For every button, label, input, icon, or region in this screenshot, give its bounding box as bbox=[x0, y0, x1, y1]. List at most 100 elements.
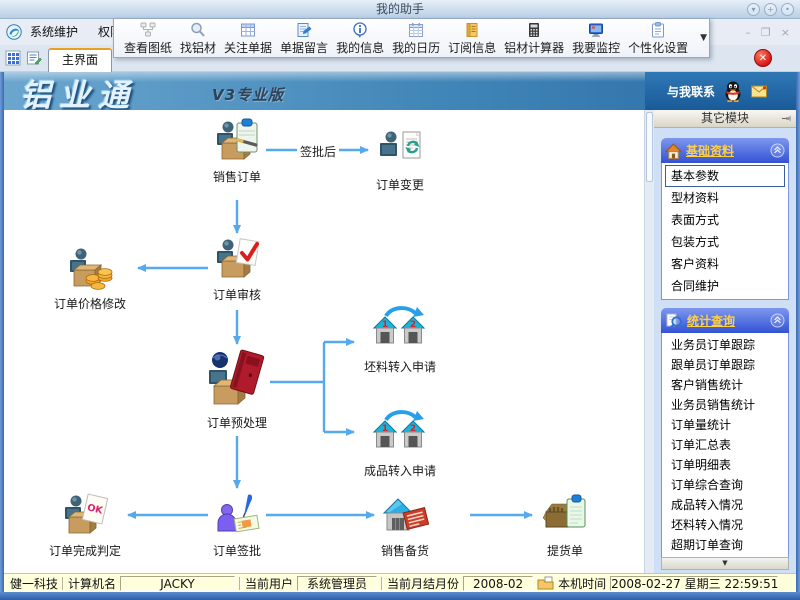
computer-name-value: JACKY bbox=[120, 575, 236, 591]
group-title: 统计查询 bbox=[687, 314, 736, 328]
month-close-label: 当前月结月份 bbox=[387, 576, 460, 591]
app-logo-icon bbox=[6, 24, 22, 40]
sidebar-item-product-transfer-status[interactable]: 成品转入情况 bbox=[671, 498, 744, 512]
sidebar-scroll-down-button[interactable]: ▼ bbox=[661, 557, 789, 570]
toolbar-item-calculator[interactable]: 铝材计算器 bbox=[500, 19, 568, 57]
sidebar-item-profile-data[interactable]: 型材资料 bbox=[671, 191, 720, 205]
flow-node-order-audit[interactable]: 订单审核 bbox=[187, 236, 287, 303]
my-info-icon bbox=[351, 20, 369, 39]
sidebar-item-basic-params[interactable]: 基本参数 bbox=[665, 165, 785, 187]
vertical-scrollbar[interactable] bbox=[644, 110, 654, 573]
local-time-value: 2008-02-27 星期三 22:59:51 bbox=[610, 575, 779, 591]
sidebar-item-customer-sales-stats[interactable]: 客户销售统计 bbox=[671, 378, 744, 392]
sidebar-item-billet-transfer-status[interactable]: 坯料转入情况 bbox=[671, 518, 744, 532]
flow-node-price-modify[interactable]: 订单价格修改 bbox=[40, 245, 140, 312]
local-time-label: 本机时间 bbox=[558, 576, 607, 591]
toolbar-item-follow-documents[interactable]: 关注单据 bbox=[220, 19, 276, 57]
scrollbar-thumb[interactable] bbox=[646, 112, 653, 182]
sidebar-item-order-detail[interactable]: 订单明细表 bbox=[671, 458, 732, 472]
status-separator bbox=[381, 576, 384, 590]
notes-icon[interactable] bbox=[26, 50, 42, 66]
group-header-basic-data[interactable]: 基础资料 bbox=[661, 138, 789, 163]
sidebar-item-customer-data[interactable]: 客户资料 bbox=[671, 257, 720, 271]
group-header-statistics-query[interactable]: 统计查询 bbox=[661, 308, 789, 333]
sales-stock-icon bbox=[381, 492, 429, 538]
toolbar-item-label: 我的日历 bbox=[392, 41, 441, 55]
folder-icon[interactable] bbox=[537, 576, 554, 590]
tab-main-interface[interactable]: 主界面 bbox=[48, 48, 112, 72]
flow-node-order-sign[interactable]: 订单签批 bbox=[187, 492, 287, 559]
contact-me-link[interactable]: 与我联系 bbox=[667, 84, 716, 99]
mail-icon[interactable] bbox=[751, 85, 768, 98]
other-modules-bar[interactable]: 其它模块 bbox=[654, 110, 796, 128]
window-border-left bbox=[0, 72, 4, 592]
flow-node-label: 订单预处理 bbox=[206, 416, 267, 430]
order-audit-icon bbox=[214, 236, 260, 282]
toolbar-item-label: 订阅信息 bbox=[448, 41, 497, 55]
subscription-icon bbox=[463, 20, 481, 39]
flow-node-order-change[interactable]: 订单变更 bbox=[350, 126, 450, 193]
sidebar-item-contract-maintain[interactable]: 合同维护 bbox=[671, 279, 720, 293]
complete-judge-icon: OK bbox=[62, 492, 108, 538]
toolbar-item-find-aluminum[interactable]: 找铝材 bbox=[176, 19, 220, 57]
sidebar-item-overdue-order-query[interactable]: 超期订单查询 bbox=[671, 538, 744, 552]
calendar-icon bbox=[407, 20, 425, 39]
flow-node-label: 成品转入申请 bbox=[363, 464, 436, 478]
sidebar-item-merchandiser-order-track[interactable]: 跟单员订单跟踪 bbox=[671, 358, 756, 372]
collapse-chevron-icon[interactable] bbox=[770, 143, 785, 158]
flow-node-sales-order[interactable]: 销售订单 bbox=[187, 118, 287, 185]
toolbar-item-label: 铝材计算器 bbox=[504, 41, 565, 55]
sidebar-item-order-comprehensive-query[interactable]: 订单综合查询 bbox=[671, 478, 744, 492]
group-title: 基础资料 bbox=[686, 144, 735, 158]
collapse-chevron-icon[interactable] bbox=[770, 313, 785, 328]
pin-icon[interactable] bbox=[781, 113, 792, 124]
titlebar-minimize-icon[interactable]: ▾ bbox=[747, 3, 760, 16]
sidebar-item-surface-type[interactable]: 表面方式 bbox=[671, 213, 720, 227]
svg-text:1: 1 bbox=[382, 424, 388, 434]
flow-node-complete-judge[interactable]: OK 订单完成判定 bbox=[35, 492, 135, 559]
sidebar-item-salesman-sales-stats[interactable]: 业务员销售统计 bbox=[671, 398, 756, 412]
flow-node-preprocess[interactable]: 订单预处理 bbox=[187, 348, 287, 431]
sidebar-item-salesman-order-track[interactable]: 业务员订单跟踪 bbox=[671, 338, 756, 352]
flow-node-label: 坯料转入申请 bbox=[363, 360, 436, 374]
toolbar-item-view-drawings[interactable]: 查看图纸 bbox=[120, 19, 176, 57]
close-assistant-button[interactable]: ✕ bbox=[754, 49, 772, 67]
toolbar-item-label: 我要监控 bbox=[572, 41, 621, 55]
toolbar-item-label: 关注单据 bbox=[224, 41, 273, 55]
toolbar-item-label: 查看图纸 bbox=[124, 41, 173, 55]
qq-penguin-icon[interactable] bbox=[723, 80, 743, 102]
order-change-icon bbox=[377, 126, 423, 172]
assistant-titlebar[interactable]: 我的助手 ▾ + • bbox=[0, 0, 800, 19]
grid-view-icon[interactable] bbox=[5, 50, 21, 66]
titlebar-maximize-icon[interactable]: + bbox=[764, 3, 777, 16]
personalization-icon bbox=[649, 20, 667, 39]
toolbar-item-personalization[interactable]: 个性化设置 bbox=[624, 19, 692, 57]
toolbar-item-document-message[interactable]: 单据留言 bbox=[276, 19, 332, 57]
flow-node-sales-stock[interactable]: 销售备货 bbox=[355, 492, 455, 559]
toolbar-item-monitor[interactable]: 我要监控 bbox=[568, 19, 624, 57]
toolbar-item-my-info[interactable]: 我的信息 bbox=[332, 19, 388, 57]
document-message-icon bbox=[295, 20, 313, 39]
toolbar-item-label: 单据留言 bbox=[280, 41, 329, 55]
house-icon bbox=[665, 142, 682, 159]
titlebar-close-icon[interactable]: • bbox=[781, 3, 794, 16]
flow-node-pickup-note[interactable]: 提货单 bbox=[515, 492, 615, 559]
toolbar-more-button[interactable]: ▼ bbox=[700, 33, 708, 43]
toolbar-item-my-calendar[interactable]: 我的日历 bbox=[388, 19, 444, 57]
sidebar-item-order-volume-stats[interactable]: 订单量统计 bbox=[671, 418, 732, 432]
preprocess-icon bbox=[206, 348, 268, 410]
group-basic-data: 基础资料 基本参数 型材资料 表面方式 包装方式 客户资料 合同维护 bbox=[661, 138, 789, 300]
current-user-label: 当前用户 bbox=[245, 576, 294, 591]
sidebar-item-packing-type[interactable]: 包装方式 bbox=[671, 235, 720, 249]
restore-icon: ❐ bbox=[760, 26, 771, 39]
sidebar-item-order-summary[interactable]: 订单汇总表 bbox=[671, 438, 732, 452]
menu-system-maintenance[interactable]: 系统维护 bbox=[30, 25, 79, 39]
toolbar-item-subscription[interactable]: 订阅信息 bbox=[444, 19, 500, 57]
brand-title: 铝业通 bbox=[20, 78, 137, 110]
flow-node-label: 订单变更 bbox=[375, 178, 424, 192]
